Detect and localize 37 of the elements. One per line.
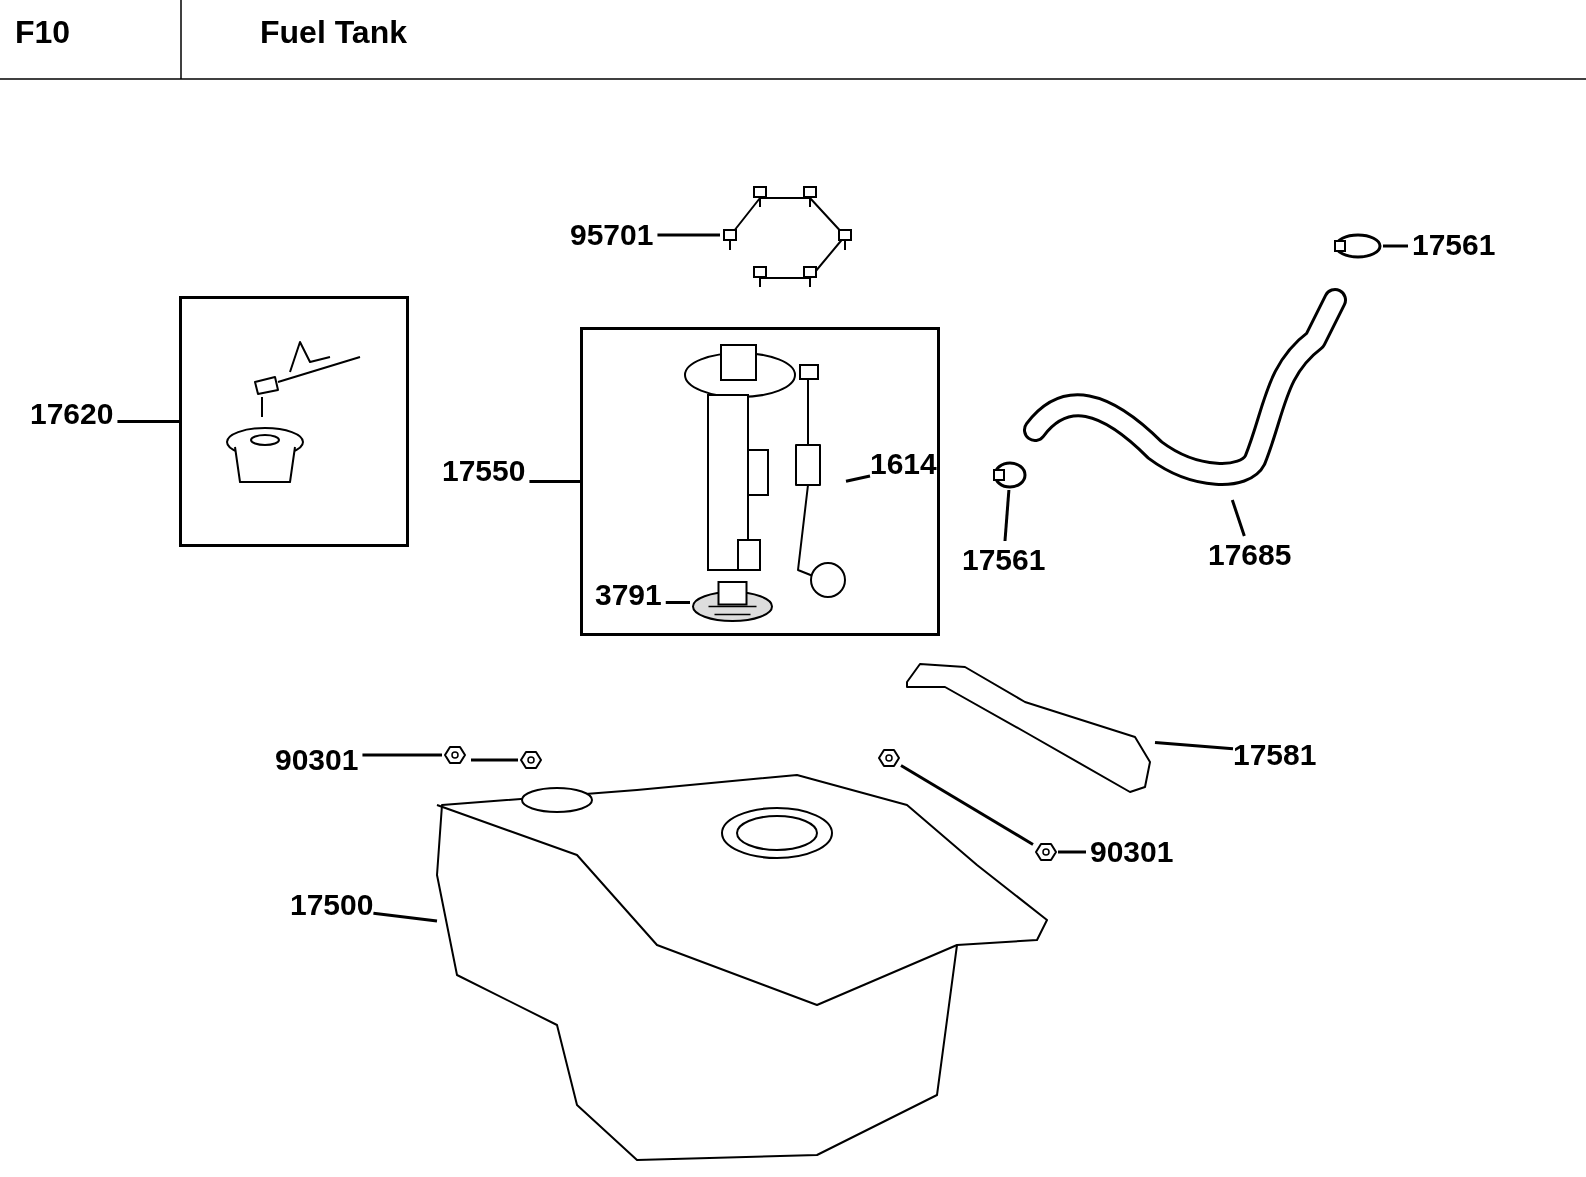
callout-number: 17550 [442, 454, 526, 488]
callout-number: 17500 [290, 888, 374, 922]
callout-number: 17620 [30, 397, 114, 431]
callout-number: 17685 [1208, 538, 1292, 572]
callout-number: 1614 [870, 447, 937, 481]
leader-line [1154, 741, 1234, 751]
leader-line [373, 911, 438, 923]
leader-line [1058, 850, 1086, 854]
leader-line [845, 474, 871, 483]
part-group-frame [580, 327, 940, 636]
callout-number: 17581 [1233, 738, 1317, 772]
leader-line [1383, 244, 1408, 248]
leader-line [529, 480, 580, 483]
callout-number: 17561 [1412, 228, 1496, 262]
callout-number: 17561 [962, 543, 1046, 577]
callout-number: 90301 [275, 743, 359, 777]
callout-number: 95701 [570, 218, 654, 252]
leader-line [117, 420, 179, 423]
leader-line [900, 764, 1034, 846]
nut-drawing [518, 750, 543, 770]
nut-drawing [1033, 842, 1058, 862]
leader-line [362, 753, 442, 757]
callout-number: 3791 [595, 578, 662, 612]
section-code: F10 [15, 14, 71, 50]
hose-clamp-drawing [992, 460, 1028, 490]
fuel-filter-drawing [690, 580, 775, 625]
leader-line [1003, 489, 1011, 542]
page-title: Fuel Tank [260, 14, 407, 50]
hose-clamp-drawing [1333, 232, 1383, 260]
callout-number: 90301 [1090, 835, 1174, 869]
leader-line [1230, 499, 1246, 537]
part-group-frame [179, 296, 409, 547]
leader-line [665, 601, 690, 604]
nut-drawing [876, 748, 901, 768]
leader-line [657, 233, 720, 237]
leader-line [471, 758, 518, 762]
nut-drawing [442, 745, 467, 765]
